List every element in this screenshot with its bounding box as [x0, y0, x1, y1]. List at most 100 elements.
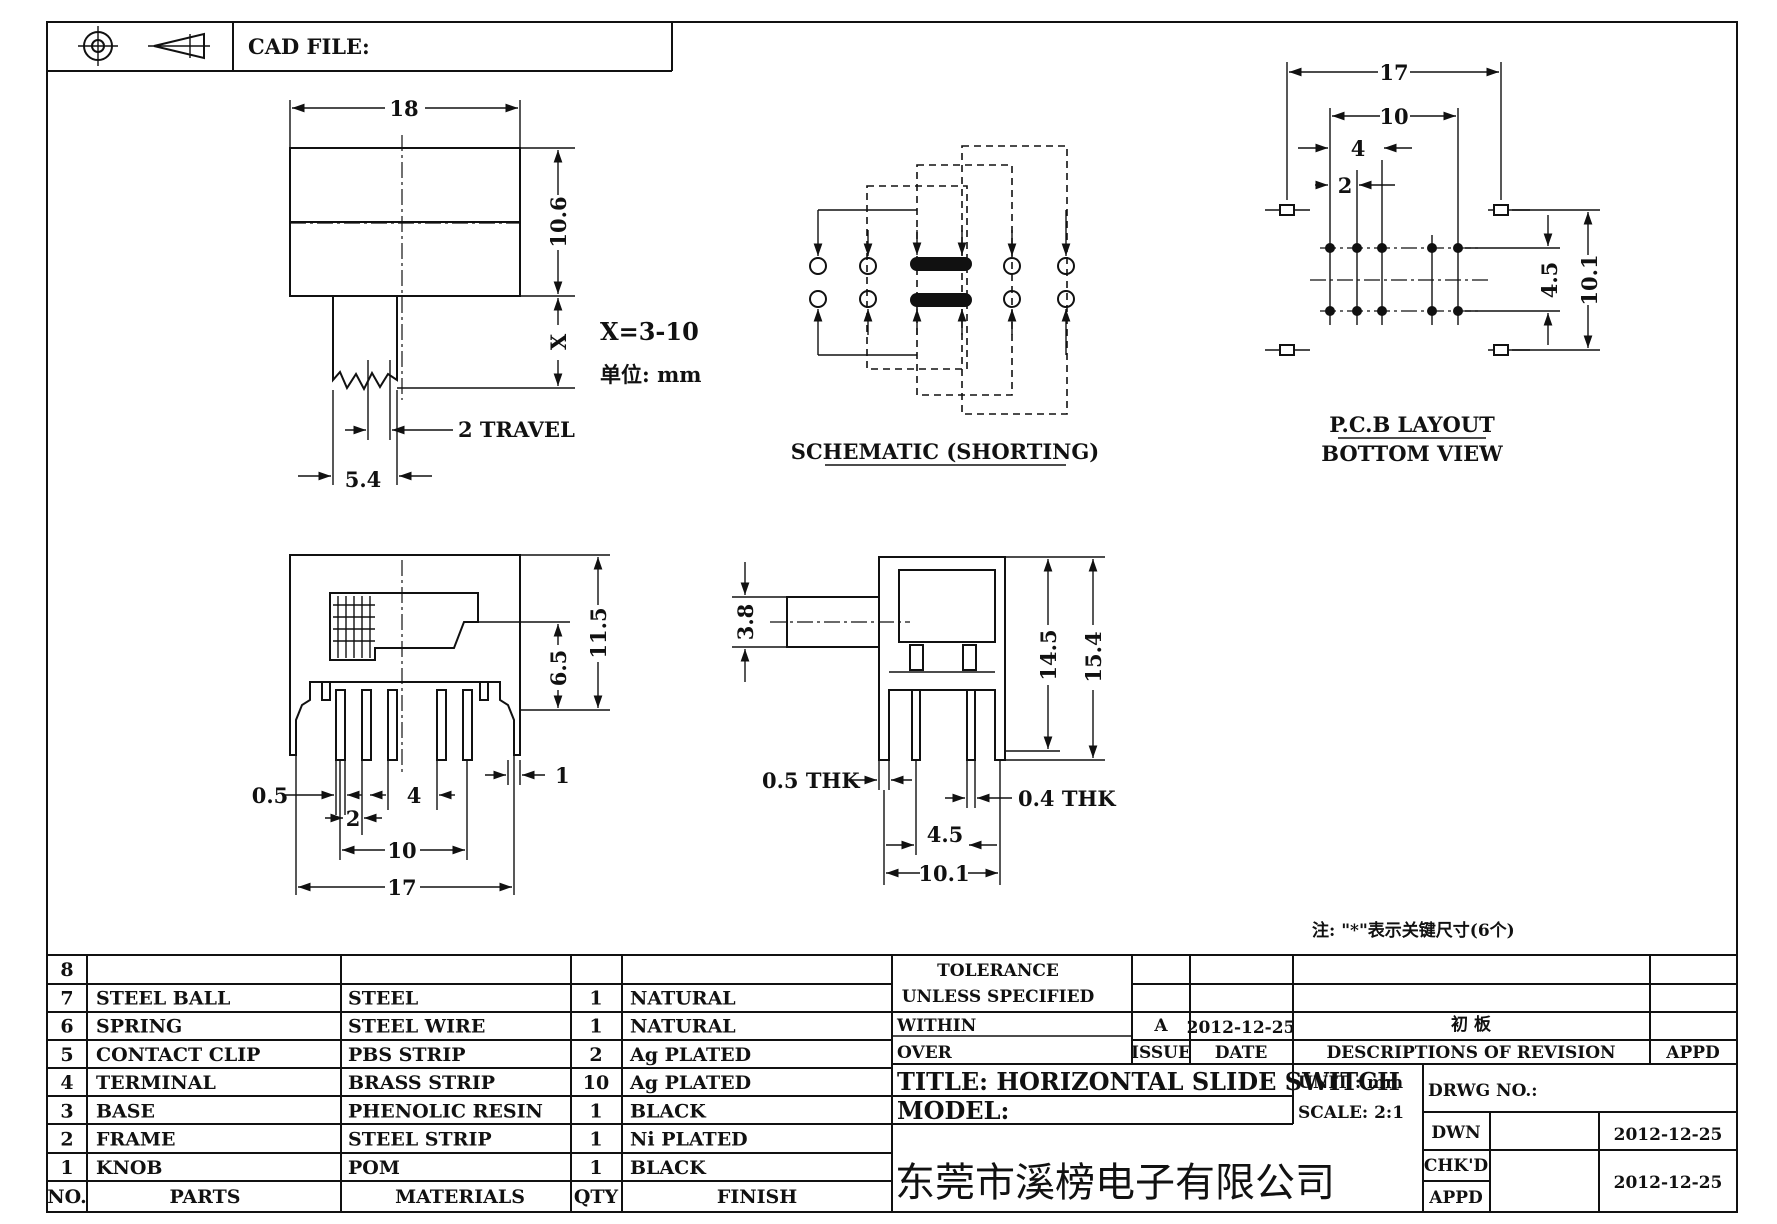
cad-file-label: CAD FILE:	[248, 34, 370, 59]
bom-cell-part: KNOB	[96, 1157, 163, 1179]
pcb-mount-pads	[1265, 204, 1530, 356]
checked-date: 2012-12-25	[1614, 1173, 1723, 1193]
bom-cell-no: 1	[60, 1157, 73, 1179]
drawing-title: TITLE: HORIZONTAL SLIDE SWITCH	[897, 1067, 1400, 1096]
travel-label: 2 TRAVEL	[458, 417, 575, 442]
bom-table	[47, 954, 1737, 1212]
bom-cell-part: STEEL BALL	[96, 987, 230, 1009]
projection-symbol-icon	[78, 26, 210, 66]
front-dim-1: 1	[555, 763, 570, 788]
bom-cell-qty: 1	[589, 1016, 602, 1038]
bom-cell-no: 8	[60, 959, 73, 981]
bom-header-finish: FINISH	[717, 1186, 797, 1208]
bom-cell-no: 7	[60, 987, 73, 1009]
bom-cell-qty: 1	[589, 1157, 602, 1179]
pcb-dim-2: 2	[1338, 173, 1353, 198]
bom-cell-no: 4	[60, 1072, 73, 1094]
approved-label: APPD	[1428, 1188, 1483, 1208]
x-range-label: X=3-10	[600, 317, 699, 346]
front-dim-0-5: 0.5	[252, 783, 289, 808]
bom-cell-no: 3	[60, 1100, 73, 1122]
scale-label: SCALE: 2:1	[1298, 1103, 1404, 1123]
side-dim-4-5: 4.5	[927, 822, 964, 847]
bom-cell-finish: NATURAL	[630, 1016, 736, 1038]
side-view: 3.8 14.5 15.4 0.5 THK 0.4 THK 4.5 10	[732, 556, 1116, 886]
revision-description: 初 板	[1451, 1014, 1492, 1035]
bom-cell-qty: 1	[589, 1100, 602, 1122]
front-dim-4: 4	[407, 783, 422, 808]
side-dim-3-8: 3.8	[733, 604, 758, 641]
pcb-pins	[1320, 235, 1480, 325]
bom-cell-material: BRASS STRIP	[348, 1072, 495, 1094]
tolerance-label: TOLERANCE	[937, 961, 1059, 981]
bom-cell-finish: NATURAL	[630, 987, 736, 1009]
drawing-number-label: DRWG NO.:	[1428, 1081, 1538, 1101]
appd-header: APPD	[1665, 1043, 1720, 1063]
side-dim-14-5: 14.5	[1036, 629, 1061, 680]
front-dim-11-5: 11.5	[586, 607, 611, 658]
bom-cell-qty: 2	[589, 1044, 602, 1066]
bom-cell-part: CONTACT CLIP	[96, 1044, 260, 1066]
pcb-title: P.C.B LAYOUT	[1329, 412, 1495, 437]
unless-specified-label: UNLESS SPECIFIED	[902, 987, 1095, 1007]
unit-label: UNIT : mm	[1298, 1073, 1403, 1093]
knob-hatch	[333, 596, 375, 658]
top-view: 18 10.6 X X=3-10 单位: mm 2 TRAVEL 5.4	[289, 96, 702, 492]
bom-cell-material: STEEL STRIP	[348, 1129, 492, 1151]
bom-cell-no: 6	[60, 1016, 73, 1038]
company-name: 东莞市溪榜电子有限公司	[895, 1160, 1335, 1206]
dim-knob-5-4: 5.4	[345, 467, 382, 492]
bom-cell-material: PBS STRIP	[348, 1044, 466, 1066]
bom-cell-finish: Ag PLATED	[629, 1044, 751, 1066]
side-dim-15-4: 15.4	[1081, 631, 1106, 682]
bom-header-parts: PARTS	[170, 1186, 241, 1208]
schematic-diagram: SCHEMATIC (SHORTING)	[791, 145, 1099, 466]
bom-cell-qty: 1	[589, 1129, 602, 1151]
bom-cell-qty: 10	[583, 1072, 609, 1094]
over-label: OVER	[897, 1043, 953, 1063]
front-pins	[335, 689, 473, 761]
front-dim-6-5: 6.5	[546, 650, 571, 687]
bom-cell-part: BASE	[96, 1100, 155, 1122]
bom-cell-part: SPRING	[96, 1016, 182, 1038]
pcb-dim-4-5: 4.5	[1537, 262, 1562, 299]
header-box: CAD FILE:	[47, 22, 673, 72]
title-block: TOLERANCE UNLESS SPECIFIED WITHIN OVER A…	[892, 955, 1737, 1212]
bom-header-no: NO.	[47, 1186, 86, 1208]
schematic-title: SCHEMATIC (SHORTING)	[791, 439, 1099, 464]
bom-cell-material: STEEL WIRE	[348, 1016, 485, 1038]
dim-height-10-6: 10.6	[546, 196, 571, 247]
front-view: 11.5 6.5 0.5 2 4 10 17	[252, 554, 611, 900]
side-dim-10-1: 10.1	[918, 861, 969, 886]
pcb-dim-4: 4	[1351, 136, 1366, 161]
dim-x: X	[546, 333, 571, 350]
side-thk-0-5: 0.5 THK	[762, 768, 860, 793]
pcb-dim-10-1: 10.1	[1577, 254, 1602, 305]
bom-cell-qty: 1	[589, 987, 602, 1009]
issue-header: ISSUE	[1131, 1043, 1191, 1063]
checked-label: CHK'D	[1424, 1156, 1489, 1176]
front-dim-17: 17	[387, 875, 416, 900]
bom-header-qty: QTY	[574, 1186, 619, 1208]
bom-cell-finish: BLACK	[630, 1100, 707, 1122]
date-header: DATE	[1215, 1043, 1268, 1063]
bom-cell-part: FRAME	[96, 1129, 176, 1151]
pcb-dim-17: 17	[1379, 60, 1408, 85]
bom-cell-no: 5	[60, 1044, 73, 1066]
key-dimension-note: 注: "*"表示关键尺寸(6个)	[1312, 920, 1515, 941]
within-label: WITHIN	[896, 1016, 976, 1036]
bom-cell-finish: Ag PLATED	[629, 1072, 751, 1094]
pcb-layout: 17 10 4 2 4.5 10.1 P.C.B LAYOUT BOTTOM V…	[1265, 60, 1602, 466]
side-thk-0-4: 0.4 THK	[1018, 786, 1116, 811]
dim-width-18: 18	[389, 96, 418, 121]
descriptions-header: DESCRIPTIONS OF REVISION	[1326, 1043, 1615, 1063]
pcb-dim-10: 10	[1379, 104, 1408, 129]
bom-cell-finish: BLACK	[630, 1157, 707, 1179]
front-dim-10: 10	[387, 838, 416, 863]
bom-cell-no: 2	[60, 1129, 73, 1151]
bom-cell-part: TERMINAL	[96, 1072, 216, 1094]
revision-date: 2012-12-25	[1187, 1018, 1296, 1038]
pcb-subtitle: BOTTOM VIEW	[1321, 441, 1503, 466]
